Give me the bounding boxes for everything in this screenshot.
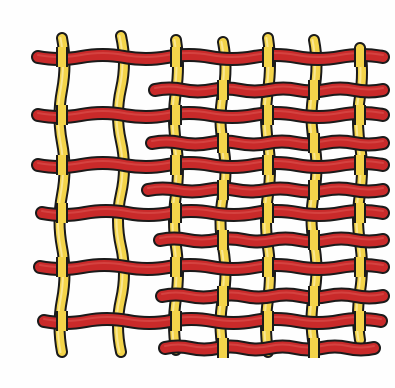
weft-thread — [38, 161, 383, 167]
weft-thread — [42, 209, 383, 215]
weft-thread — [38, 111, 383, 117]
weft-thread — [155, 87, 383, 92]
weft-thread — [40, 263, 383, 269]
weft-thread — [160, 237, 383, 242]
weft-thread — [162, 293, 383, 298]
warp-thread — [58, 38, 65, 352]
weft-thread — [44, 317, 381, 323]
weft-thread — [148, 187, 383, 192]
weft-thread — [165, 345, 374, 350]
weft-thread — [38, 53, 383, 59]
weft-thread — [152, 140, 383, 145]
warp-thread — [117, 36, 125, 352]
